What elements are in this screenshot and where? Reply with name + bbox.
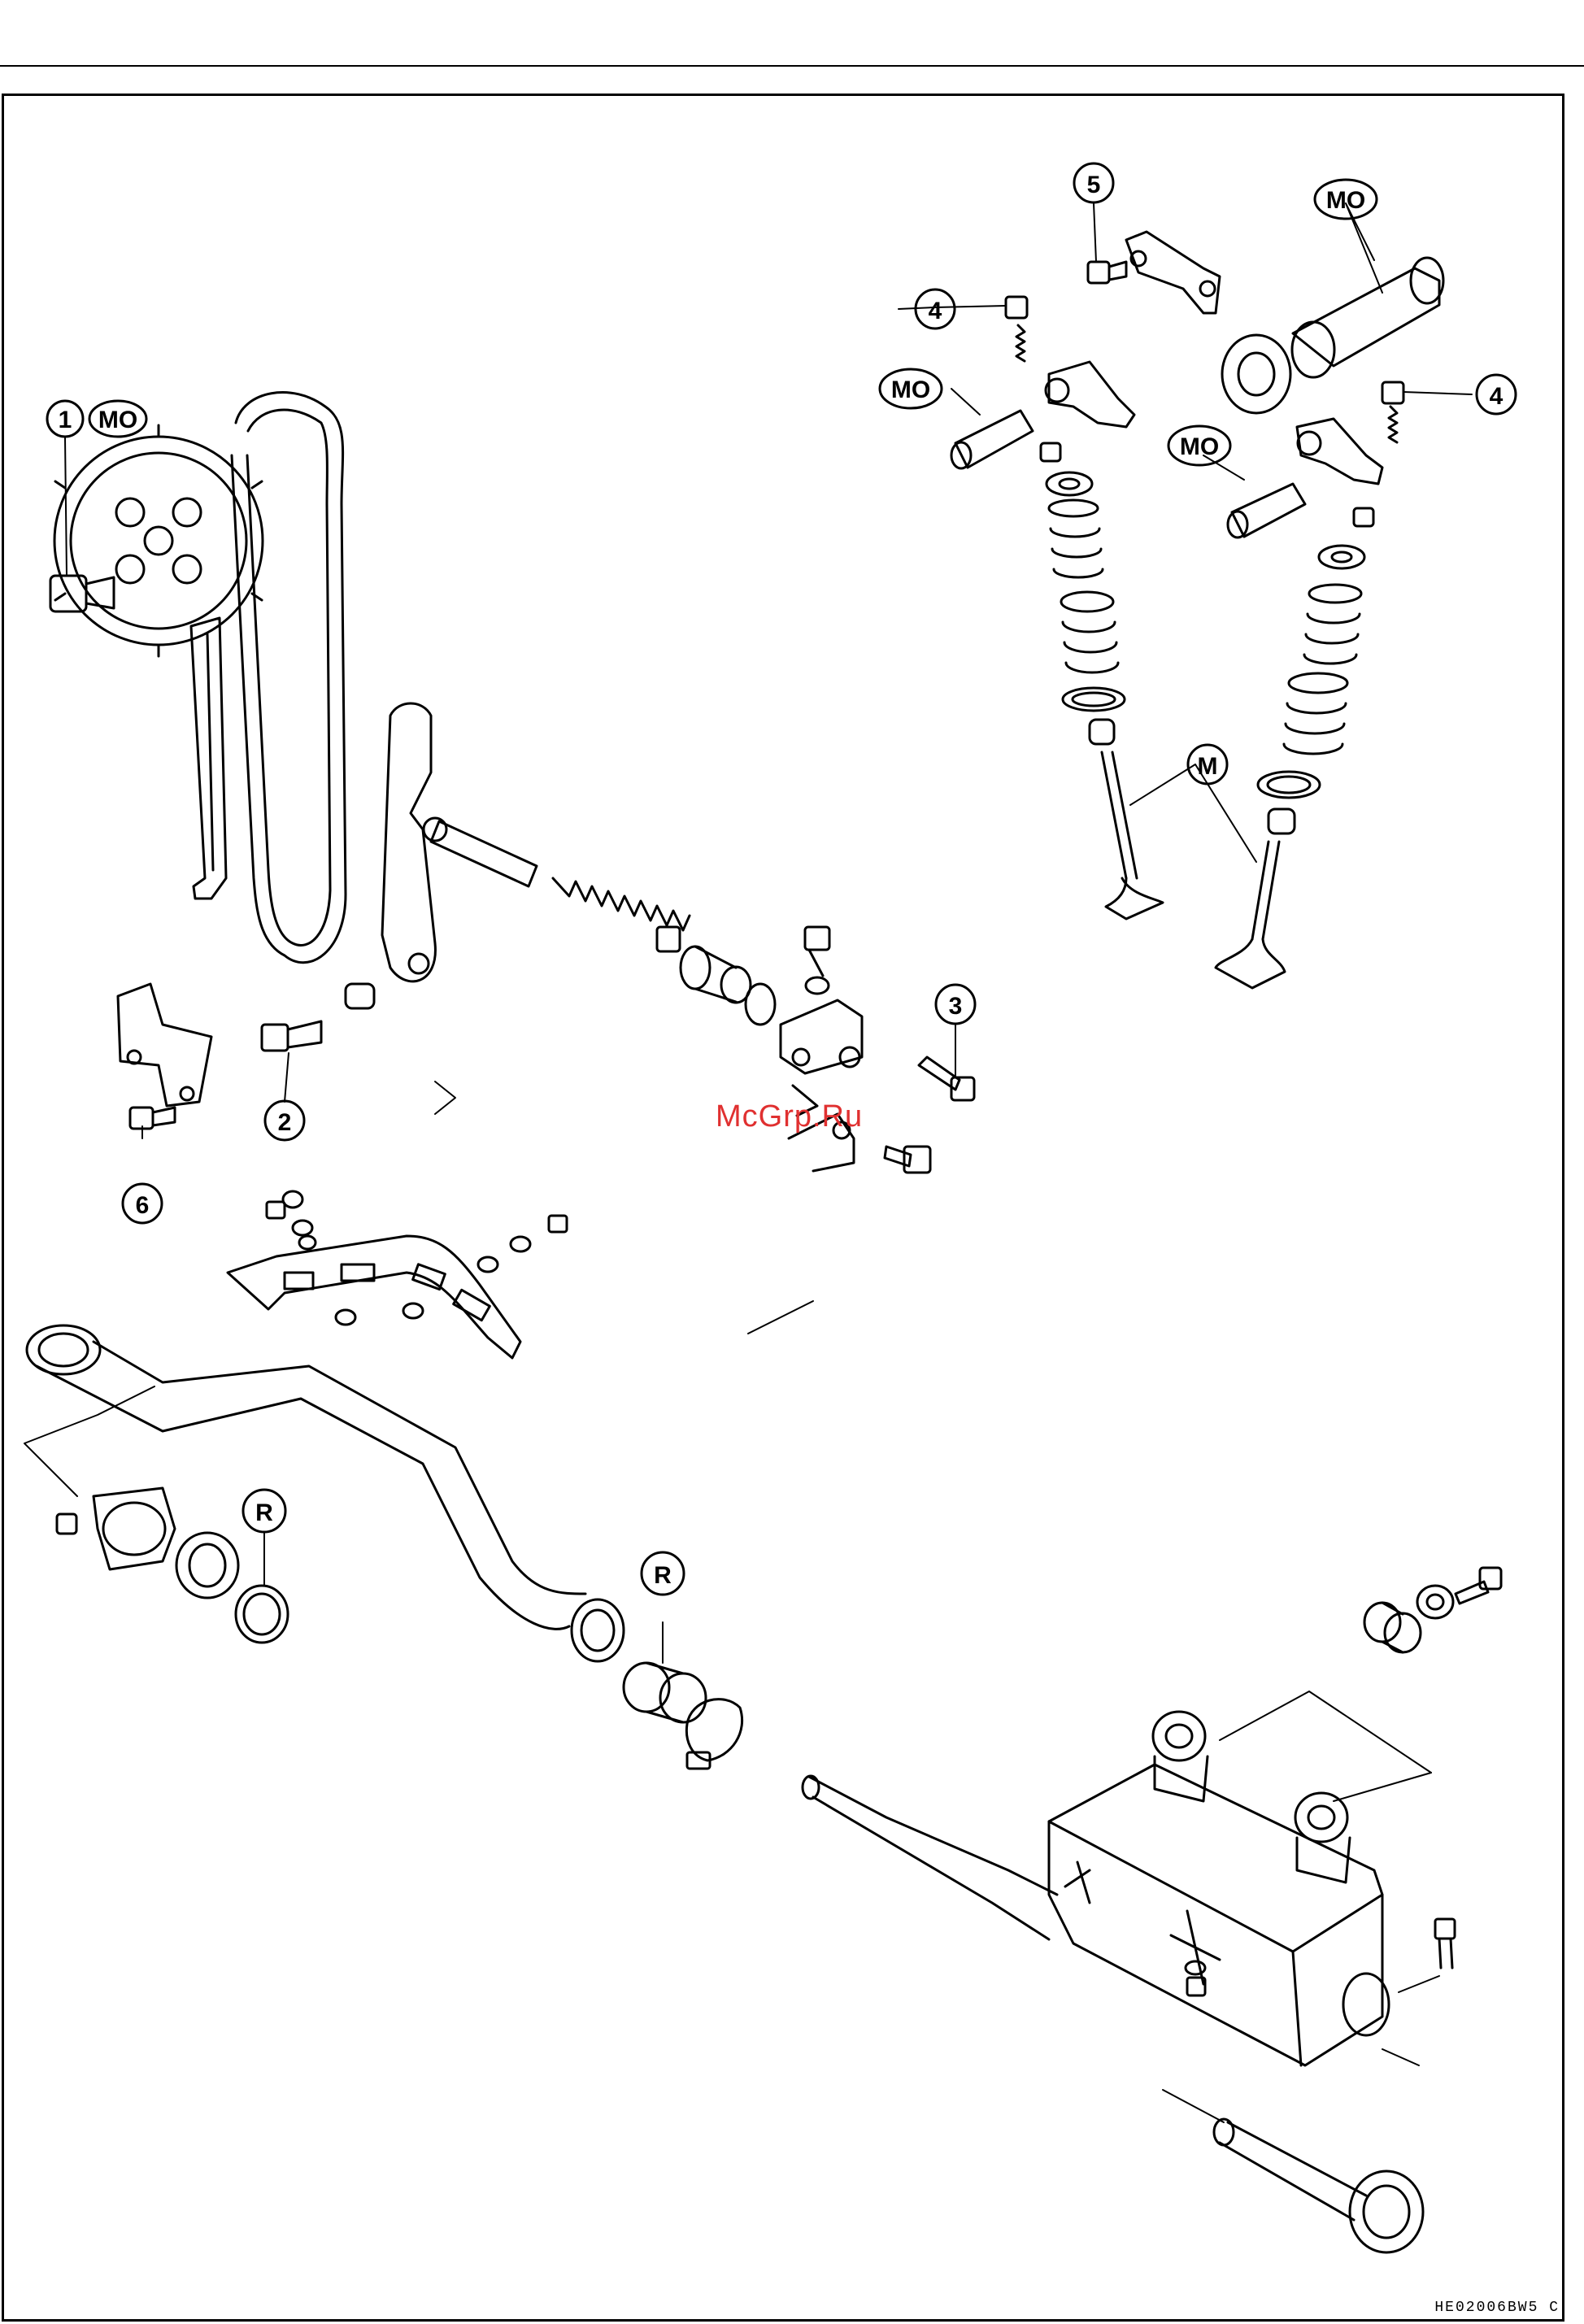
heat-guard [228, 1236, 520, 1358]
side-bracket [118, 984, 211, 1106]
leader-lines [24, 203, 1472, 2122]
callout-5: 5 [1074, 163, 1113, 202]
callout-4-right-label: 4 [1490, 383, 1503, 410]
guide-bolt-2 [262, 1021, 321, 1051]
valve-cap-right [1354, 508, 1373, 526]
side-bracket-bolt-6 [130, 1108, 175, 1129]
muffler-mount-rear [1295, 1793, 1350, 1882]
muffler-drain-bolt [1186, 1961, 1205, 1995]
callout-r-left: R [243, 1490, 285, 1532]
stem-seal-left [1090, 720, 1114, 744]
rocker-arm-right [1297, 419, 1382, 484]
inner-spring-right [1284, 673, 1347, 754]
callout-1: 1 [47, 401, 83, 437]
camshaft [1292, 258, 1443, 377]
tensioner-rod [424, 818, 537, 886]
tensioner-nut [657, 927, 680, 951]
mount-grommet [1364, 1603, 1421, 1652]
cam-chain [232, 393, 346, 963]
muffler-inlet-pipe [803, 1776, 1057, 1939]
stem-seal-right [1269, 809, 1295, 833]
muffler-bolt [1435, 1919, 1455, 1968]
callout-3-label: 3 [949, 993, 963, 1020]
callout-2: 2 [265, 1101, 304, 1140]
callout-5-label: 5 [1087, 172, 1101, 198]
tensioner-cap-bolt [805, 927, 829, 994]
tensioner-body [781, 1000, 862, 1073]
callout-1-mo: MO [89, 401, 146, 437]
callout-r-right-label: R [654, 1562, 672, 1589]
spring-seat-right [1258, 772, 1320, 798]
gasket-left [236, 1586, 288, 1643]
exhaust-clamp [686, 1699, 742, 1769]
retainer-left [1047, 472, 1092, 495]
chain-tensioner-guide [382, 703, 435, 981]
exhaust-collar [176, 1533, 238, 1598]
exhaust-pipe [27, 1325, 585, 1629]
spark-arrester [1214, 2119, 1423, 2252]
sprocket-bolt [50, 576, 114, 611]
watermark-text: McGrp.Ru [716, 1099, 863, 1134]
callout-mo-right-shaft-label: MO [1180, 433, 1219, 460]
callout-mo-left-shaft-label: MO [891, 376, 930, 403]
valve-cap-left [1041, 443, 1060, 461]
exhaust-valve [1216, 842, 1285, 988]
o-ring [746, 984, 775, 1025]
chain-guide-rear [191, 618, 226, 899]
mount-collar [1417, 1586, 1453, 1618]
connecting-gasket [624, 1663, 706, 1722]
bracket-bolt [885, 1147, 930, 1173]
callout-1-label: 1 [59, 407, 72, 433]
callout-m-valves-label: M [1198, 753, 1218, 780]
camshaft-bearing [1222, 335, 1290, 413]
exhaust-flange [94, 1488, 175, 1569]
callout-r-right: R [642, 1552, 684, 1595]
callout-r-left-label: R [255, 1499, 273, 1526]
cam-plate-bolt-5 [1088, 262, 1126, 283]
callout-4-right: 4 [1477, 375, 1516, 414]
rocker-arm-left [1046, 362, 1134, 427]
guard-fasteners [267, 1191, 567, 1325]
mount-bolt [1456, 1568, 1501, 1604]
locknut-left [1006, 297, 1027, 318]
callout-mo-camshaft-label: MO [1326, 187, 1365, 214]
callout-mo-camshaft: MO [1315, 180, 1377, 219]
callout-mo-left-shaft: MO [880, 369, 942, 408]
muffler [1049, 1765, 1389, 2065]
intake-valve [1102, 752, 1163, 919]
spring-seat-left [1063, 688, 1125, 711]
callout-mo-right-shaft: MO [1168, 426, 1230, 465]
outer-spring-right [1304, 585, 1361, 664]
muffler-mount-front [1153, 1712, 1208, 1801]
rocker-shaft-left [951, 411, 1033, 468]
tensioner-spring [553, 878, 690, 930]
outer-spring-left [1049, 500, 1103, 577]
callout-3: 3 [936, 985, 975, 1024]
retainer-right [1319, 546, 1364, 568]
figure-code: HE02006BW5 C [1434, 2300, 1560, 2316]
adjusting-screw-left [1016, 325, 1025, 361]
rocker-shaft-right [1228, 484, 1305, 537]
tensioner-bolt-3 [919, 1057, 974, 1100]
callout-4-left-label: 4 [929, 298, 942, 324]
callout-6-label: 6 [136, 1192, 150, 1219]
cam-plate [1126, 232, 1220, 313]
adjusting-screw-right [1389, 407, 1397, 442]
callout-6: 6 [123, 1184, 162, 1223]
inner-spring-left [1061, 592, 1118, 672]
flange-nut [57, 1514, 76, 1534]
tensioner-collar [681, 947, 751, 1003]
locknut-right [1382, 382, 1403, 403]
callout-4-left: 4 [916, 289, 955, 329]
callout-1-mo-label: MO [98, 407, 137, 433]
pipe-end [572, 1599, 624, 1661]
guide-collar [346, 984, 374, 1008]
callout-2-label: 2 [278, 1109, 292, 1136]
